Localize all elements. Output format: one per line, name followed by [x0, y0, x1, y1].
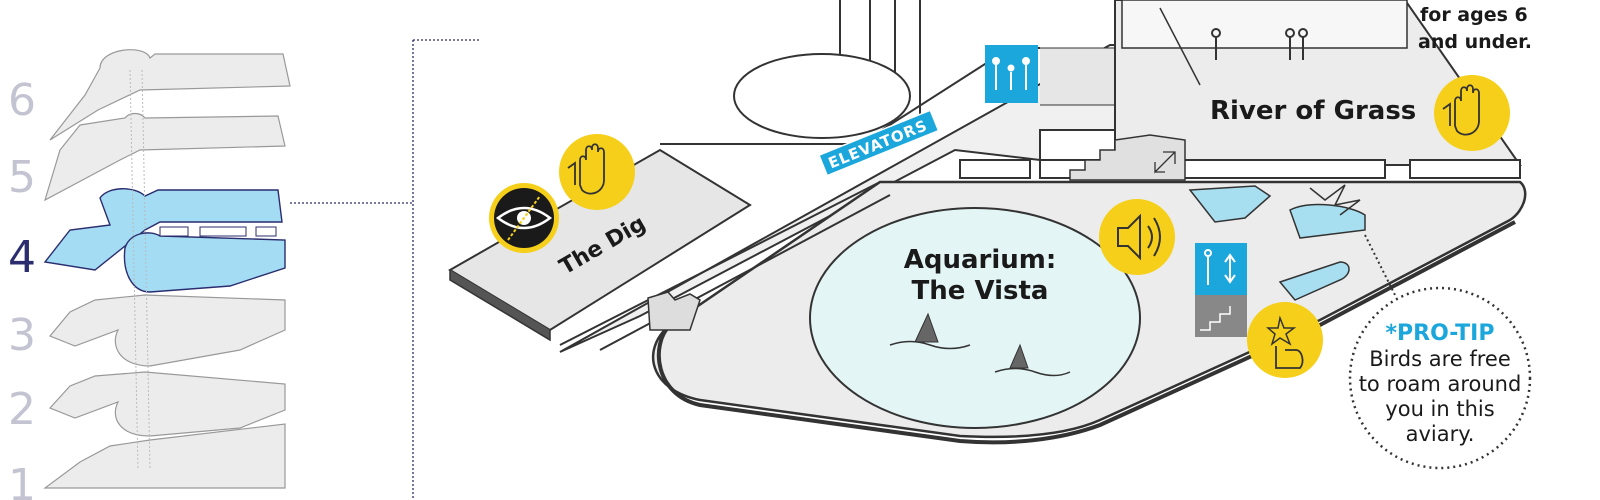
people-figures-icon: [1211, 28, 1308, 60]
river-of-grass-room[interactable]: River of Grass for ages 6 and under.: [1114, 0, 1532, 166]
floor-5-slab[interactable]: [44, 112, 286, 202]
aquarium-the-vista[interactable]: Aquarium: The Vista: [809, 207, 1141, 429]
small-stairs-icon[interactable]: [647, 291, 701, 331]
floor-3-slab[interactable]: [49, 294, 286, 367]
shark-fin-icon: [889, 312, 1071, 377]
protip-line2: to roam around: [1359, 372, 1522, 396]
wall-strip: [959, 159, 1031, 179]
hatched-area: [1040, 47, 1116, 106]
floor-6-slab[interactable]: [49, 49, 291, 141]
protip-line1: Birds are free: [1369, 347, 1511, 371]
stairs-icon[interactable]: [1069, 134, 1186, 181]
bird-icon: [1309, 184, 1361, 216]
floor-label-3[interactable]: 3: [8, 310, 36, 361]
starfish-touch-icon[interactable]: [1247, 302, 1323, 378]
floor-label-6[interactable]: 6: [8, 75, 36, 126]
sound-speaker-icon[interactable]: [1099, 199, 1175, 275]
floor-1-slab[interactable]: [43, 423, 286, 489]
floor-4-slab-active[interactable]: [43, 188, 286, 293]
floor-4-map: River of Grass for ages 6 and under. Aqu…: [448, 0, 1532, 470]
floor-label-1[interactable]: 1: [8, 460, 36, 500]
eye-accessibility-icon[interactable]: [489, 183, 559, 253]
hand-touch-icon[interactable]: [559, 134, 635, 210]
aquarium-label-line1: Aquarium:: [904, 245, 1057, 275]
floor-label-5[interactable]: 5: [8, 152, 36, 203]
swan-pool: [1188, 185, 1272, 223]
aquarium-label-line2: The Vista: [912, 276, 1049, 306]
floor-connector-line: [290, 39, 480, 500]
bird-pool: [1289, 203, 1366, 239]
protip-line3: you in this: [1385, 397, 1494, 421]
the-dig-area[interactable]: The Dig: [448, 148, 752, 342]
protip-pointer: [1364, 234, 1396, 296]
age-note-line1: for ages 6: [1420, 4, 1528, 26]
elevator-restroom-icon[interactable]: [1195, 243, 1247, 337]
wall-strip: [1409, 159, 1521, 179]
floor-2-slab[interactable]: [48, 371, 286, 437]
family-restroom-icon[interactable]: [985, 45, 1038, 103]
hand-touch-icon[interactable]: [1434, 75, 1510, 151]
floor-label-4[interactable]: 4: [8, 232, 36, 283]
protip-line4: aviary.: [1406, 422, 1475, 446]
grass-exhibit-window: [1121, 0, 1408, 49]
pro-tip-callout: *PRO-TIP Birds are free to roam around y…: [1348, 286, 1532, 470]
elevator-shaft-line: [141, 69, 151, 471]
floor-label-2[interactable]: 2: [8, 384, 36, 435]
floor-stack: 6 5 4 3 2 1: [8, 49, 291, 500]
protip-title: *PRO-TIP: [1386, 321, 1495, 346]
river-of-grass-label: River of Grass: [1210, 96, 1416, 126]
touch-pool: [1278, 261, 1350, 301]
elevator-shaft-line: [129, 69, 139, 471]
elevator-shaft: [733, 0, 921, 139]
age-note-line2: and under.: [1418, 31, 1532, 53]
